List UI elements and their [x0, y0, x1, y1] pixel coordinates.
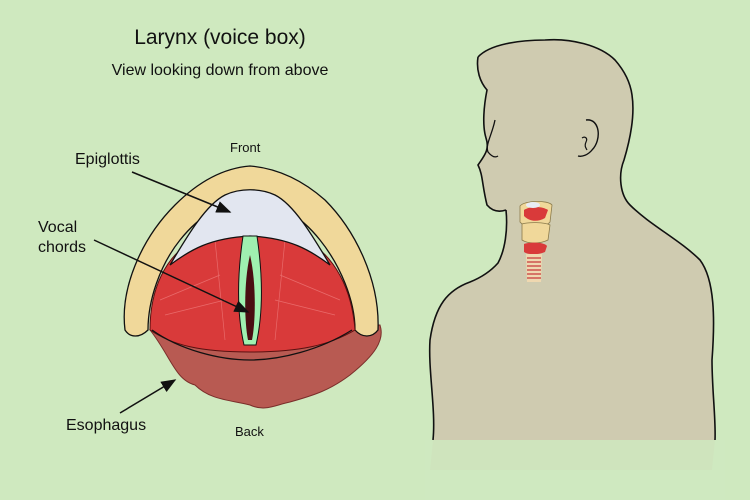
human-silhouette — [425, 38, 725, 500]
epiglottis-label: Epiglottis — [75, 151, 140, 168]
diagram-subtitle: View looking down from above — [111, 62, 329, 79]
vocal-chords-pointer — [93, 239, 250, 313]
esophagus-pointer — [119, 379, 177, 414]
diagram-title: Larynx (voice box) — [134, 26, 306, 49]
neck-larynx-illustration — [519, 200, 553, 282]
glottis-opening — [245, 255, 255, 340]
back-label: Back — [235, 424, 264, 439]
epiglottis-pointer — [131, 171, 232, 213]
larynx-top-view — [123, 165, 382, 409]
thyroid-cartilage-shape — [123, 165, 379, 337]
vocal-chords-label-line2: chords — [38, 239, 87, 256]
front-label: Front — [230, 140, 261, 155]
vocal-chords-label-line1: Vocal — [38, 219, 78, 236]
esophagus-label: Esophagus — [66, 417, 147, 434]
vocal-chords-label: Vocal chords — [38, 218, 86, 258]
epiglottis-shape — [169, 189, 331, 266]
